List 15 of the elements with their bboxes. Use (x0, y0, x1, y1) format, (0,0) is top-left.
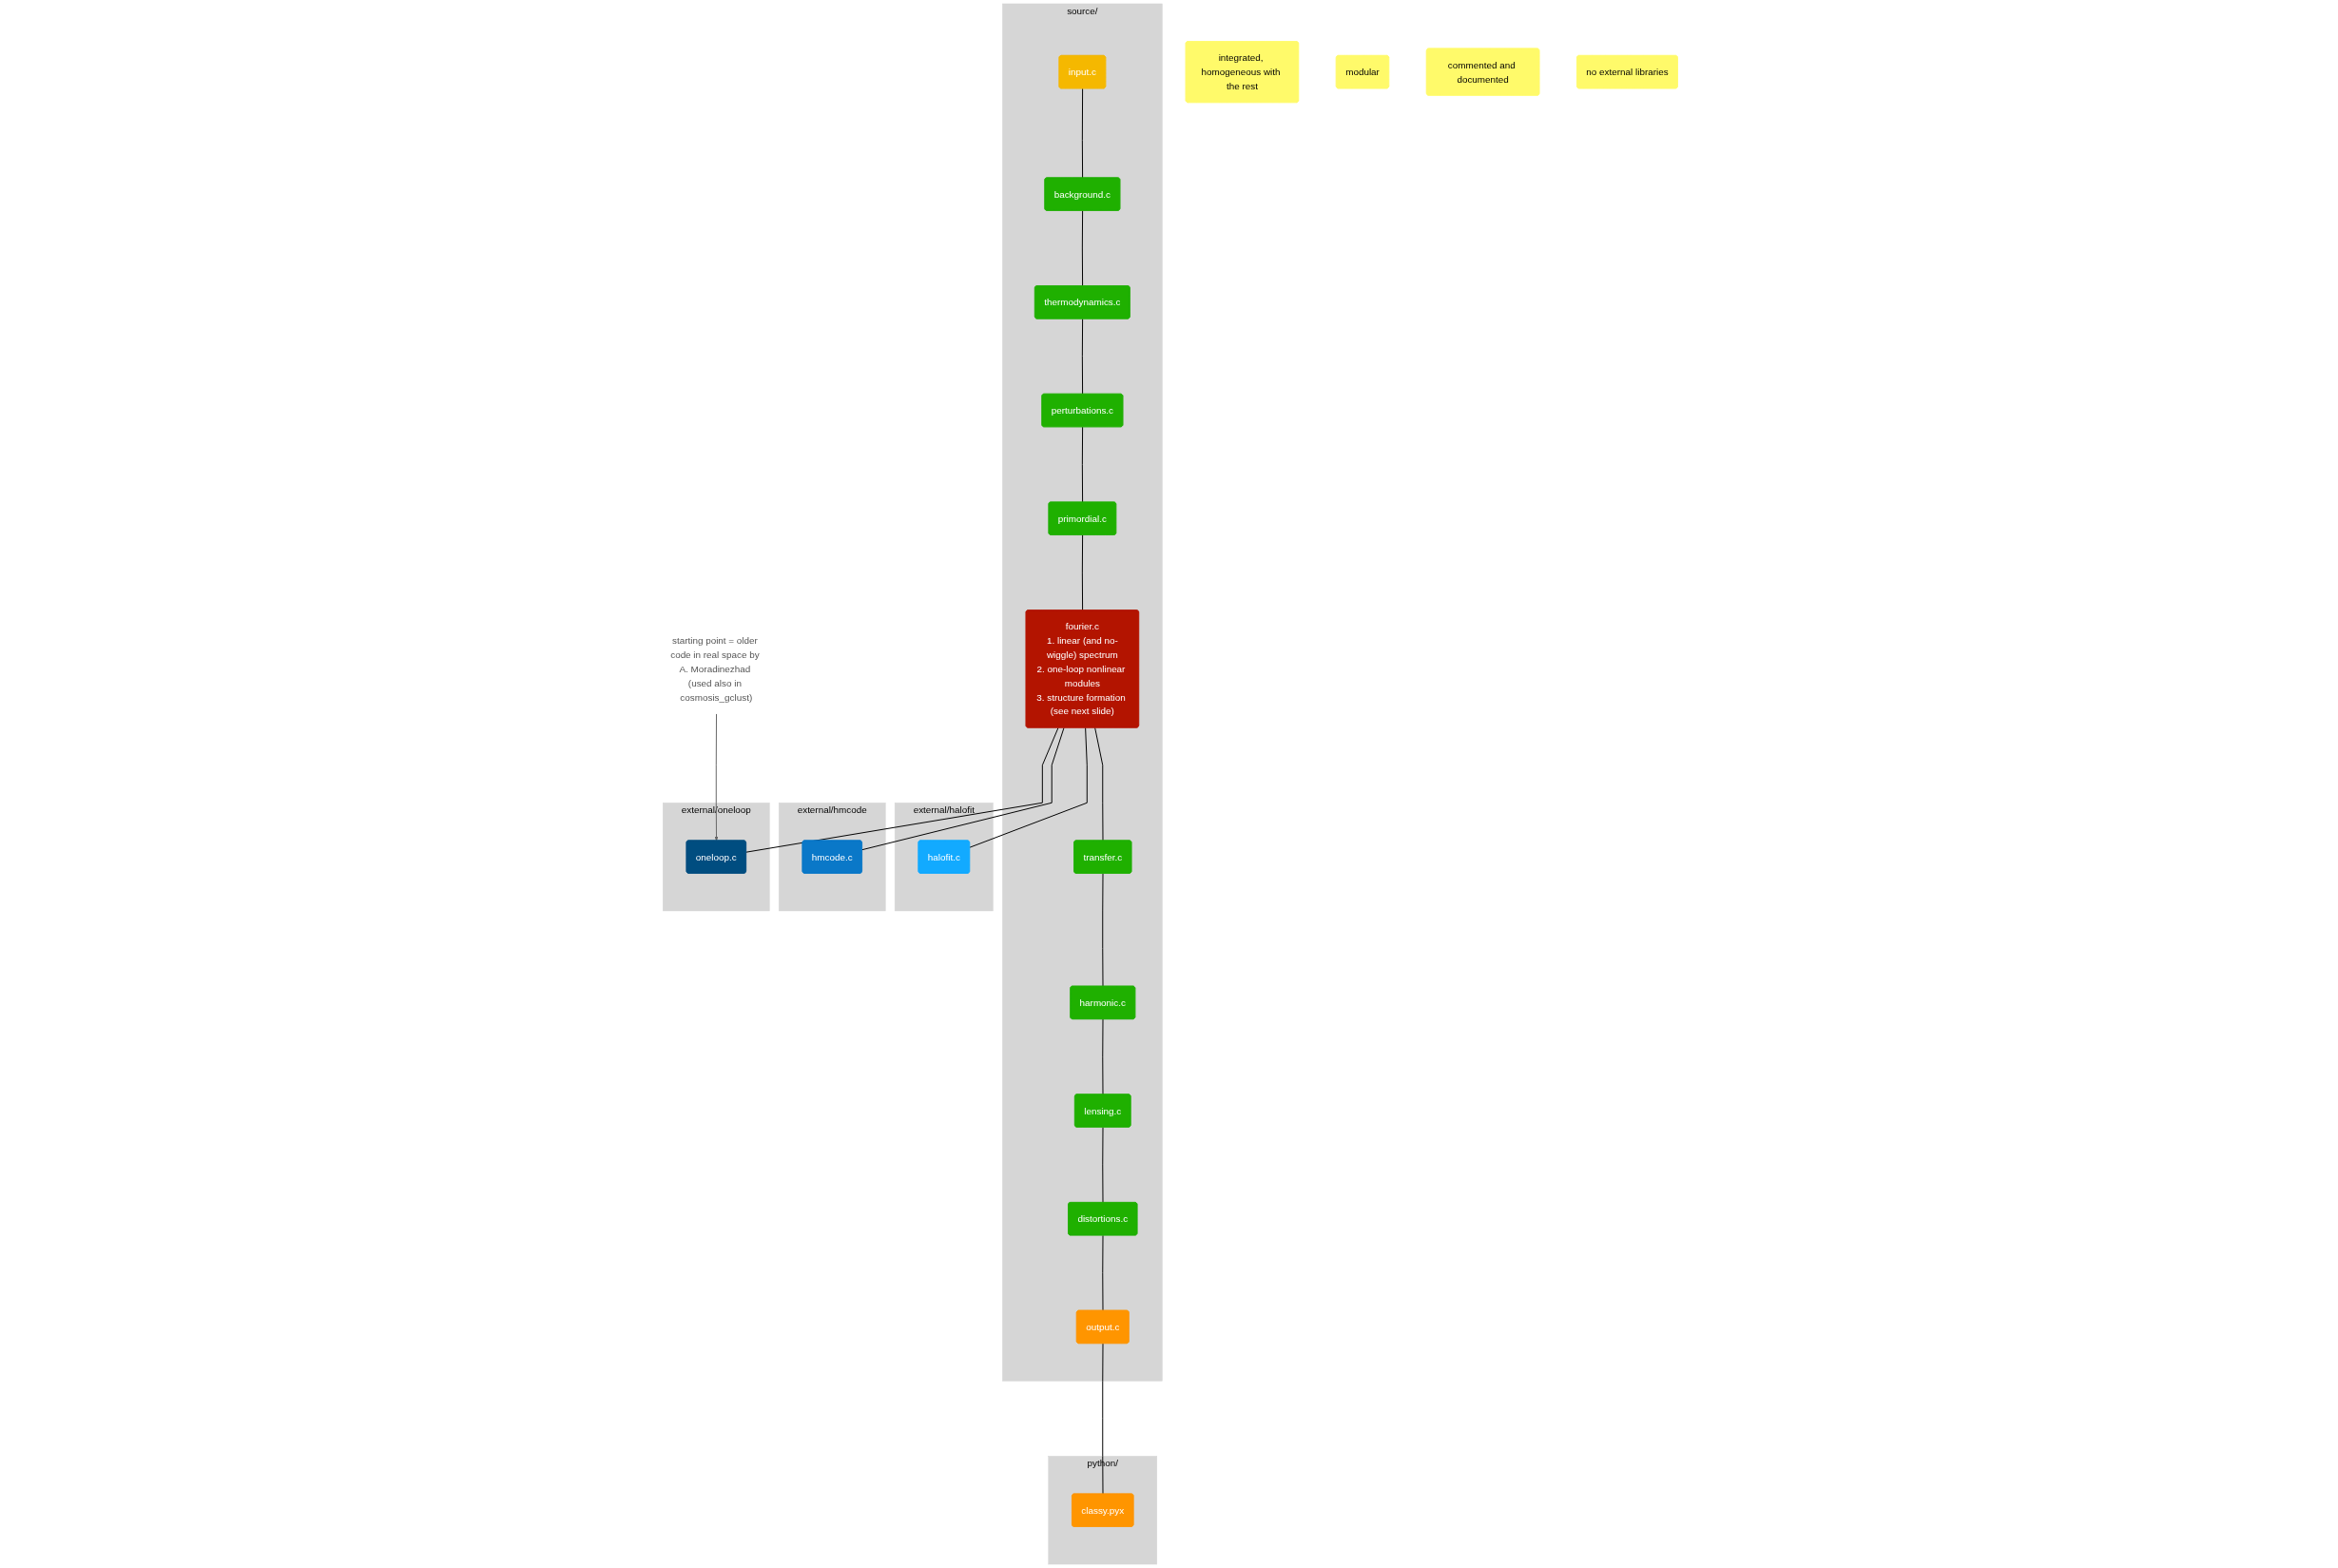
connector (969, 726, 1089, 848)
connector (1082, 534, 1084, 611)
node-text: starting point = older code in real space by A. Moradinezhad (used also in cosmosis_gclust) (670, 635, 760, 703)
connector (1102, 873, 1104, 987)
connector (1082, 210, 1084, 287)
connector (1102, 1127, 1104, 1204)
connector (1102, 1343, 1104, 1495)
connector (1082, 87, 1084, 179)
connector (861, 726, 1065, 851)
connector (1082, 318, 1084, 395)
connector (1082, 426, 1084, 503)
connector (745, 726, 1059, 853)
connector (1102, 1234, 1104, 1311)
connector (1094, 726, 1104, 842)
connector (1102, 1018, 1104, 1095)
